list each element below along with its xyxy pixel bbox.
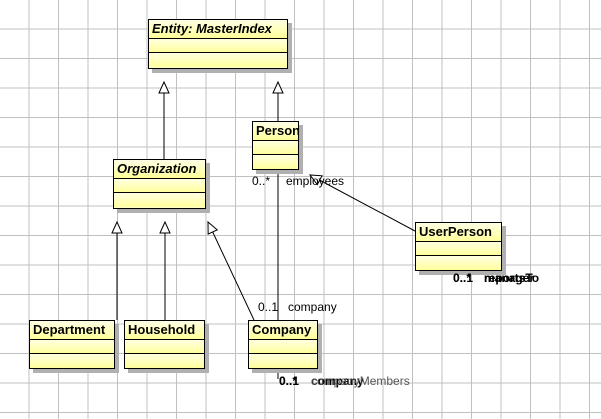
multiplicity-company-members: 0..1 bbox=[279, 374, 300, 388]
class-name-household: Household bbox=[125, 321, 204, 340]
class-name-userperson: UserPerson bbox=[416, 223, 501, 242]
class-attributes-company bbox=[249, 340, 317, 354]
class-attributes-organization bbox=[114, 179, 205, 193]
class-name-department: Department bbox=[30, 321, 114, 340]
class-attributes-masterindex bbox=[149, 39, 287, 53]
class-attributes-person bbox=[253, 141, 298, 155]
role-company-members-a: company bbox=[311, 374, 364, 388]
multiplicity-company-members-alt: 0..* bbox=[279, 374, 298, 388]
class-box-person[interactable]: Person bbox=[252, 121, 299, 170]
class-attributes-userperson bbox=[416, 242, 501, 256]
class-operations-organization bbox=[114, 193, 205, 207]
class-name-company: Company bbox=[249, 321, 317, 340]
multiplicity-company: 0..1 bbox=[258, 300, 279, 314]
class-operations-household bbox=[125, 354, 204, 368]
class-operations-person bbox=[253, 155, 298, 169]
multiplicity-employees: 0..* bbox=[252, 174, 271, 188]
class-operations-userperson bbox=[416, 256, 501, 270]
class-box-userperson[interactable]: UserPerson bbox=[415, 222, 502, 271]
class-box-company[interactable]: Company bbox=[248, 320, 318, 369]
class-name-masterindex: Entity: MasterIndex bbox=[149, 20, 287, 39]
class-name-organization: Organization bbox=[114, 160, 205, 179]
class-attributes-household bbox=[125, 340, 204, 354]
class-name-person: Person bbox=[253, 122, 298, 141]
class-box-organization[interactable]: Organization bbox=[113, 159, 206, 209]
role-reports-to: reportsTo bbox=[484, 271, 540, 285]
class-operations-masterindex bbox=[149, 53, 287, 67]
multiplicity-manager-alt: 0..* bbox=[453, 271, 472, 285]
role-company-members-b: companyMembers bbox=[311, 374, 410, 388]
class-box-masterindex[interactable]: Entity: MasterIndex bbox=[148, 19, 288, 69]
generalization-company-to-organization bbox=[207, 220, 255, 321]
class-attributes-department bbox=[30, 340, 114, 354]
class-box-household[interactable]: Household bbox=[124, 320, 205, 369]
role-company: company bbox=[288, 300, 337, 314]
role-manager: manager bbox=[484, 271, 535, 285]
class-operations-department bbox=[30, 354, 114, 368]
role-employees: employees bbox=[286, 174, 345, 188]
class-operations-company bbox=[249, 354, 317, 368]
class-box-department[interactable]: Department bbox=[29, 320, 115, 369]
